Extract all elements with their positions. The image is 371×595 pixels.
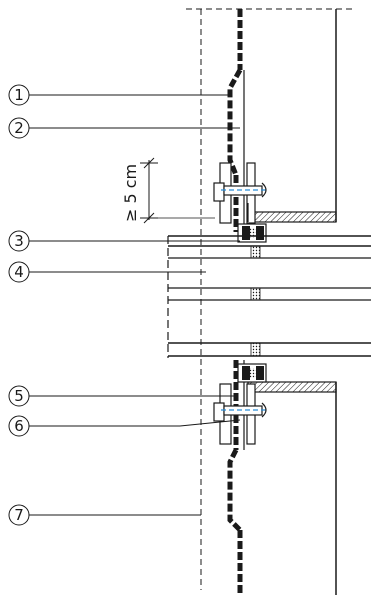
callout-7: 7	[8, 504, 201, 526]
lower-clamp	[213, 383, 268, 445]
callout-1-label: 1	[14, 86, 24, 104]
callout-5-label: 5	[14, 387, 24, 405]
membrane-upper	[227, 9, 245, 232]
callout-1: 1	[8, 84, 232, 106]
callout-7-label: 7	[14, 506, 24, 524]
upper-gasket	[237, 223, 267, 243]
dimension-marker: ≥ 5 cm	[121, 157, 215, 224]
callout-6-label: 6	[14, 417, 24, 435]
lower-gasket	[237, 363, 267, 383]
upper-clamp	[213, 162, 268, 224]
membrane-lower	[227, 360, 245, 595]
callout-4: 4	[8, 261, 206, 283]
slab	[167, 235, 371, 358]
callout-6: 6	[8, 415, 241, 437]
callout-2: 2	[8, 117, 240, 139]
dimension-label: ≥ 5 cm	[121, 164, 140, 222]
callout-5: 5	[8, 385, 234, 407]
callout-4-label: 4	[14, 263, 24, 281]
callout-2-label: 2	[14, 119, 24, 137]
callout-3: 3	[8, 230, 240, 252]
callout-3-label: 3	[14, 232, 24, 250]
